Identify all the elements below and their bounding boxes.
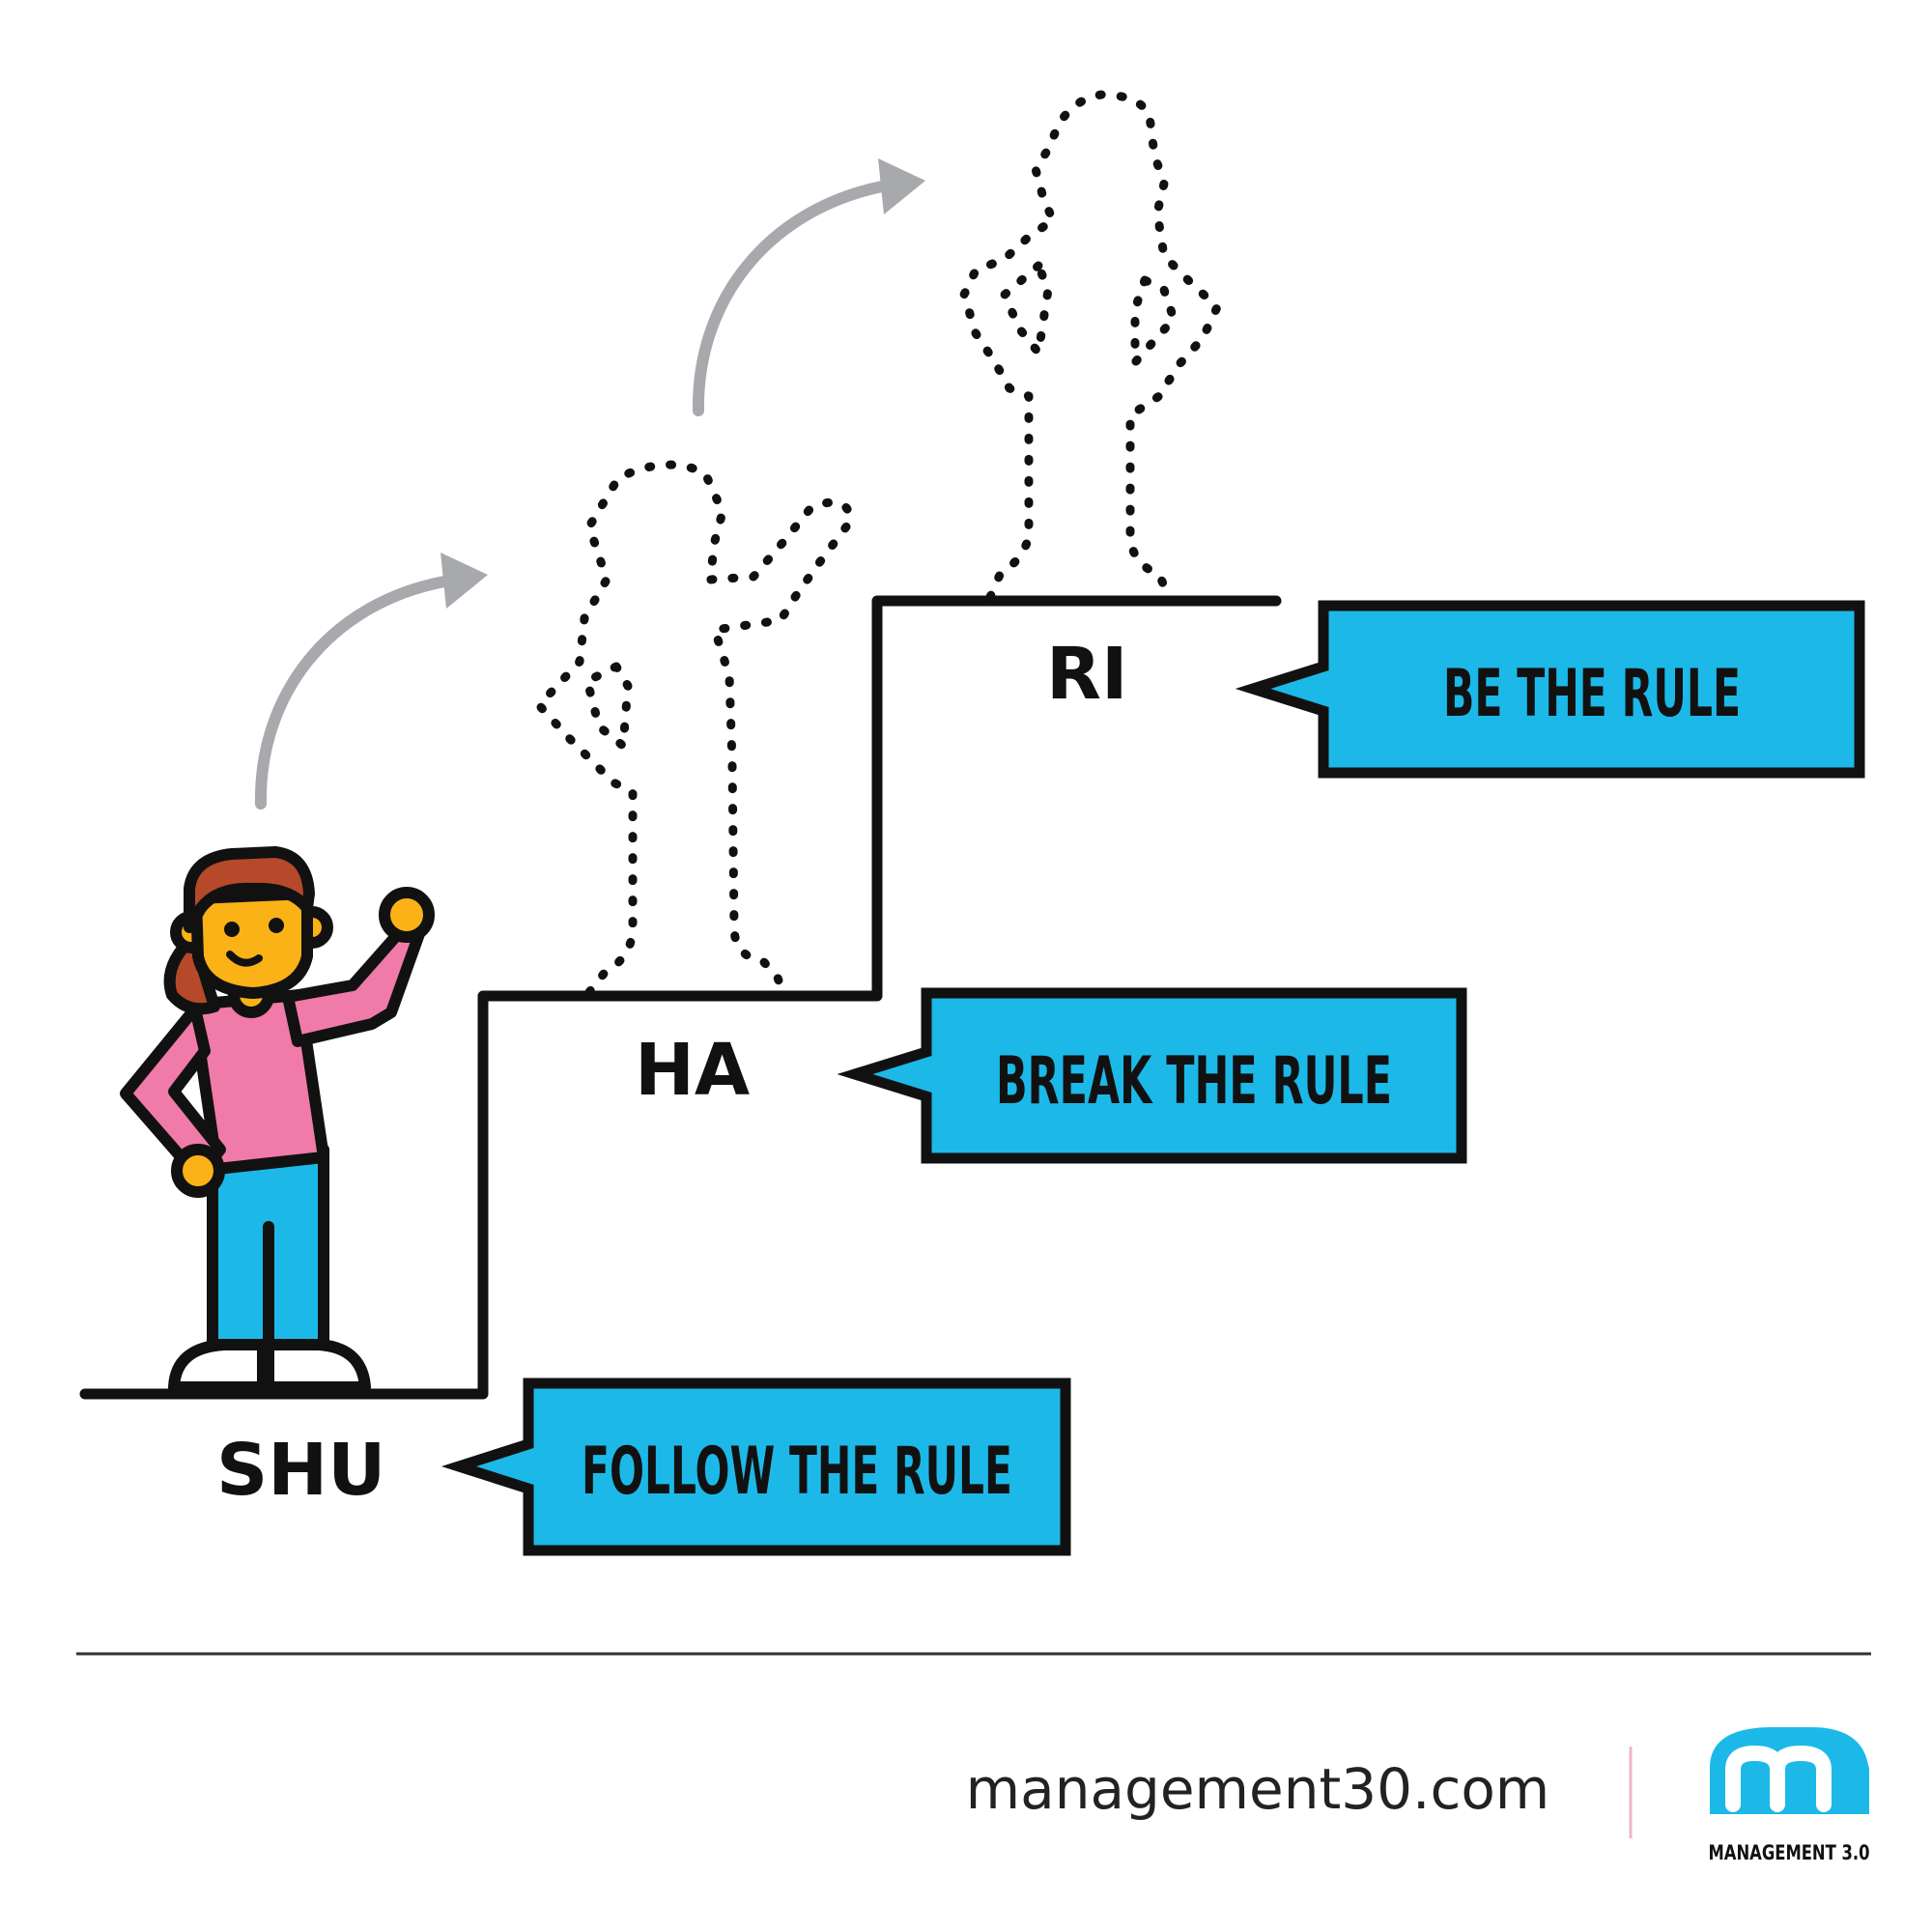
person-waving-icon [120,846,435,1393]
stage-label-ha: HA [635,1029,750,1112]
staircase-line [79,595,1282,1400]
stage-label-shu: SHU [216,1429,385,1512]
person-outline-dashed-icon [959,90,1222,602]
person-outline-dashed-icon [534,460,855,997]
callout-be-the-rule: BE THE RULE [1235,600,1865,779]
callout-text: BREAK THE RULE [996,1043,1392,1120]
management30-logo-icon: MANAGEMENT 3.0 [1709,1727,1870,1864]
callout-follow-the-rule: FOLLOW THE RULE [440,1378,1071,1556]
brand-name: MANAGEMENT 3.0 [1709,1841,1870,1864]
callout-break-the-rule: BREAK THE RULE [837,987,1467,1164]
callout-text: FOLLOW THE RULE [582,1434,1012,1510]
callout-text: BE THE RULE [1443,656,1741,732]
stage-label-ri: RI [1046,633,1128,716]
website-url[interactable]: management30.com [966,1756,1550,1822]
arrow-up-right-icon [692,158,925,416]
arrow-up-right-icon [254,553,488,810]
